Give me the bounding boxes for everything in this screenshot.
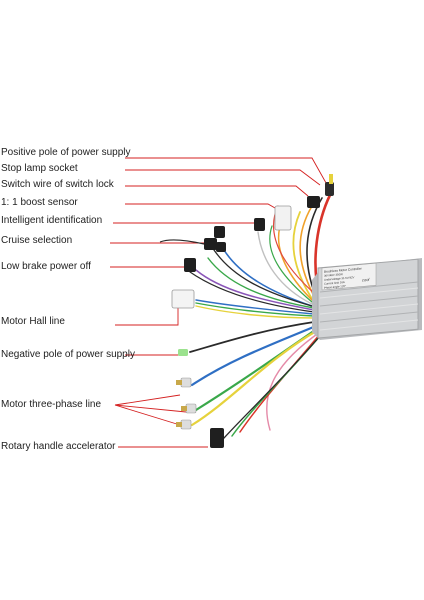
pointer-three-phase-2 [114,404,187,413]
controller-box [312,258,422,340]
label-three-phase: Motor three-phase line [1,399,102,410]
label-low-brake: Low brake power off [1,261,91,272]
wire-hall-blue [195,299,315,315]
wire-phase-yellow [190,328,320,427]
wire-brake-purple [195,269,315,311]
connector-intelligent-id [214,226,225,238]
label-pointers [110,157,331,448]
nameplate-line4: Current limit 16A [324,280,345,286]
nameplate-brand: cool [362,277,369,283]
wire-brake-black [189,271,315,313]
label-intelligent-id: Intelligent identification [1,215,103,226]
label-hall-line: Motor Hall line [1,316,65,327]
connector-phase-green [181,403,197,414]
nameplate-line5: Phase angle 120° [324,284,346,290]
wire-throttle-black [223,335,321,439]
wire-hall-yellow [195,305,315,319]
label-boost-sensor: 1: 1 boost sensor [1,197,78,208]
pointer-three-phase-1 [114,394,181,406]
nameplate-line3: Undervoltage 31.5V/42V [324,275,355,282]
label-positive-pole: Positive pole of power supply [1,147,131,158]
label-cruise-selection: Cruise selection [1,235,73,246]
label-switch-lock: Switch wire of switch lock [1,179,114,190]
nameplate-line1: Brushless Motor Controller [324,266,363,273]
wire-cruise-blue [223,249,313,307]
wire-negative-black [189,321,315,353]
label-stop-lamp: Stop lamp socket [1,163,78,174]
connector-phase-blue [176,377,192,388]
connector-boost-sensor [254,218,265,231]
connector-hall [171,289,195,309]
nameplate-line2: 36V/48V 350W [324,272,343,278]
connector-switch-lock [274,205,292,231]
connector-low-brake [184,258,196,272]
connectors [159,174,334,448]
pointer-three-phase-3 [114,404,181,426]
connector-stop-lamp [307,196,320,208]
pointer-boost-sensor [125,203,283,213]
nameplate-text: Brushless Motor Controller 36V/48V 350W … [324,266,369,290]
wire-cruise-black [213,249,313,307]
connector-cruise [159,238,226,252]
connector-throttle [210,428,224,448]
pointer-hall-line [115,305,179,326]
wire-switch-lock [292,211,315,303]
wire-phase-pink [266,331,321,431]
connector-power [325,174,334,196]
pointer-positive-pole [125,157,331,191]
controller-nameplate [321,263,377,291]
pointer-stop-lamp [125,169,321,186]
wire-boost-green [269,225,313,303]
label-throttle: Rotary handle accelerator [1,441,116,452]
wire-intelligent-white [257,231,313,305]
connector-phase-yellow [176,419,192,430]
wire-bundle [189,193,332,439]
wire-phase-blue [190,324,318,387]
wire-hall-green [195,302,315,317]
connector-negative [178,349,188,356]
pointer-switch-lock [125,185,309,197]
wire-cruise-green [207,257,315,309]
label-negative-pole: Negative pole of power supply [1,349,135,360]
